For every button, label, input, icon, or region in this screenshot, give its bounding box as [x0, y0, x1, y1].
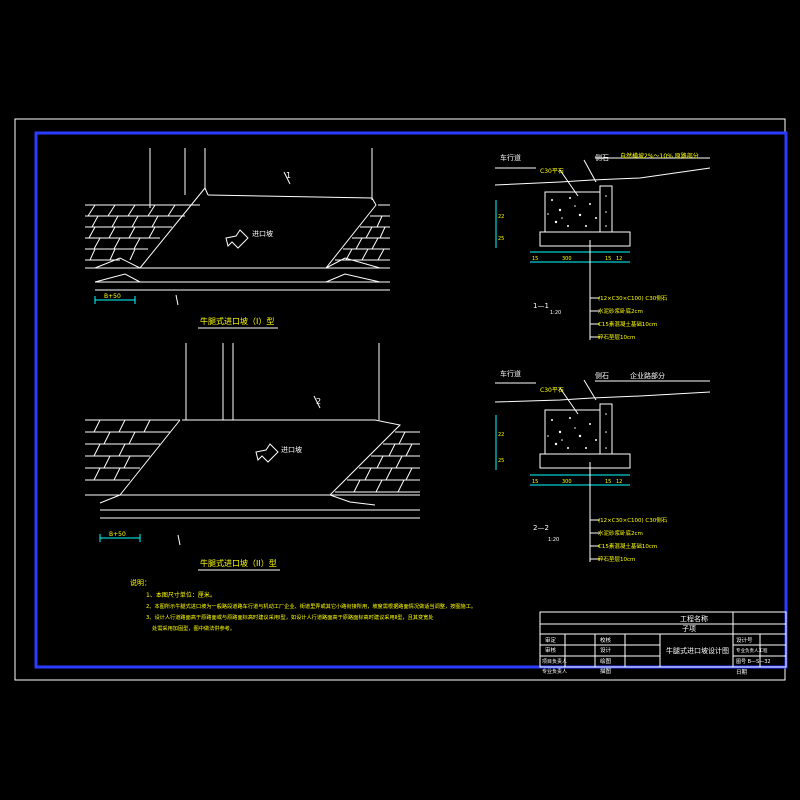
notes-line-4: 处需采用加固型，图中做法供参考。 [152, 624, 235, 632]
tb-r4-a: 专业负责人 [542, 668, 567, 675]
section1-scale: 1:20 [550, 310, 561, 316]
notes-line-1: 1、本图尺寸单位：厘米。 [146, 591, 216, 599]
tb-r3-b: 绘图 [600, 657, 612, 665]
section1-note-2: 水泥砂浆卧底2cm [598, 307, 643, 315]
section2-dim-4: 12 [616, 479, 622, 485]
tb-r3-a: 项目负责人 [542, 658, 567, 665]
plan1-dim-label: B+50 [104, 293, 121, 300]
section2-hatch [547, 413, 607, 449]
plan2-dim-label: B+50 [109, 531, 126, 538]
tb-right-2: 专业负责人工程 [736, 647, 768, 654]
section2-note-2: 水泥砂浆卧底2cm [598, 529, 643, 537]
plan2-title: 牛腿式进口坡（II）型 [200, 558, 277, 568]
tb-r4-b: 描图 [600, 667, 612, 675]
notes-line-3: 3、设计人行道路面高于原路面或与原路面标高时建议采用Ⅰ型，如设计人行道路面高于原… [146, 613, 434, 621]
sheet-inner-border [34, 131, 788, 669]
section2-note-1: (12×C30×C100) C30侧石 [598, 516, 668, 524]
section2-lane-label: 车行道 [500, 369, 521, 378]
plan1-section-mark: 1 [286, 171, 291, 180]
paving-left-2 [85, 419, 180, 481]
ramp-arrow-1 [225, 229, 249, 249]
tb-project-label: 工程名称 [680, 614, 708, 623]
section2-scale: 1:20 [548, 537, 559, 543]
section1-right-label: 自然横坡2%～10% 原路部分 [620, 152, 699, 160]
section-view-1 [494, 157, 711, 263]
tb-r1-b: 校核 [600, 636, 612, 644]
notes-heading: 说明： [130, 578, 151, 587]
section-view-2 [494, 379, 711, 486]
section2-note-4: 碎石垫层10cm [598, 555, 635, 563]
section1-hatch [547, 195, 607, 227]
ramp-arrow-2 [255, 443, 279, 463]
tb-r2-a: 审核 [545, 646, 557, 654]
section1-name: 1—1 [533, 302, 549, 310]
section1-c30-label: C30平石 [540, 168, 564, 175]
section1-side-label: 侧石 [595, 153, 609, 162]
section1-dim-4: 12 [616, 256, 622, 262]
section2-c30-label: C30平石 [540, 387, 564, 394]
tb-right-4: 日期 [736, 669, 748, 676]
tb-drawing-title: 牛腿式进口坡设计图 [666, 646, 729, 655]
section2-dim-2: 300 [562, 479, 572, 485]
section1-dim-1: 15 [532, 256, 538, 262]
section1-dim-3: 15 [605, 256, 611, 262]
plan1-title: 牛腿式进口坡（I）型 [200, 316, 274, 326]
section1-note-4: 碎石垫层10cm [598, 333, 635, 341]
section2-note-leaders [589, 462, 600, 562]
section1-dim-left-1: 22 [498, 214, 504, 220]
tb-right-1: 设计号 [736, 636, 753, 644]
section1-dim-left-2: 25 [498, 236, 504, 242]
tb-right-3: 图号 B—S—32 [736, 659, 771, 665]
section1-note-3: C15素混凝土基础10cm [598, 320, 657, 328]
section2-dim-3: 15 [605, 479, 611, 485]
title-block [539, 611, 787, 668]
paving-left-1 [85, 204, 200, 261]
section2-name: 2—2 [533, 524, 549, 532]
section2-dim-left-1: 22 [498, 432, 504, 438]
plan1-arrow-label: 进口坡 [252, 229, 273, 238]
plan2-arrow-label: 进口坡 [281, 445, 302, 454]
section2-dim-1: 15 [532, 479, 538, 485]
section1-dim-2: 300 [562, 256, 572, 262]
section2-dim-left-2: 25 [498, 458, 504, 464]
plan2-section-mark: 2 [316, 397, 321, 406]
section1-note-leaders [589, 240, 600, 340]
sheet-outer-border [14, 118, 786, 681]
plan-view-2 [85, 343, 420, 546]
plan-view-1 [85, 148, 390, 306]
paving-right-1 [335, 204, 390, 261]
paving-right-2 [335, 431, 420, 493]
section2-note-3: C15素混凝土基础10cm [598, 542, 657, 550]
tb-r2-b: 设计 [600, 646, 612, 654]
section2-side-label: 侧石 [595, 371, 609, 380]
section1-note-1: (12×C30×C100) C30侧石 [598, 294, 668, 302]
section1-lane-label: 车行道 [500, 153, 521, 162]
tb-r1-a: 审定 [545, 636, 557, 644]
notes-line-2: 2、本图所示牛腿式进口坡为一般路段道路车行道与机动工厂企业、街道里弄或其它小路衔… [146, 602, 476, 610]
section2-right-label: 企业路部分 [630, 371, 665, 380]
tb-sub-label: 子项 [682, 625, 696, 633]
